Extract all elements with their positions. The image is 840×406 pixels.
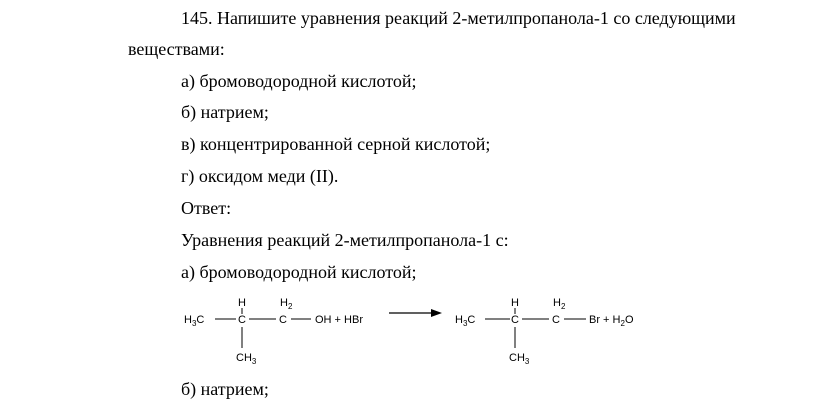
reactant-end: OH + HBr [315,314,363,326]
product-carbon-1: C [511,314,519,326]
answer-item-b: б) натрием; [181,379,269,399]
reactant-carbon-2: C [279,314,287,326]
product-h-label: H [511,297,519,309]
product-h2-label: H2 [553,297,566,311]
problem-item-a: а) бромоводородной кислотой; [181,71,417,91]
reactant-h2-label: H2 [280,297,293,311]
reaction-arrow-head [431,309,442,317]
problem-title-line-1: 145. Напишите уравнения реакций 2-метилп… [181,8,736,28]
answer-item-a: а) бромоводородной кислотой; [181,262,417,282]
reaction-equation: H3C H C H2 C OH + HBr CH3 H3C H C H2 C B… [184,297,634,366]
product-h3c-group: H3C [455,314,475,328]
answer-intro: Уравнения реакций 2-метилпропанола-1 с: [181,230,509,250]
product-end: Br + H2O [589,314,634,328]
answer-label: Ответ: [181,198,232,218]
problem-item-c: в) концентрированной серной кислотой; [181,134,491,154]
product-carbon-2: C [552,314,560,326]
reactant-h-label: H [238,297,246,309]
reactant-h3c-group: H3C [184,314,204,328]
problem-item-d: г) оксидом меди (II). [181,166,339,186]
product-ch3-branch: CH3 [509,352,530,366]
reactant-carbon-1: C [238,314,246,326]
reactant-ch3-branch: CH3 [236,352,257,366]
problem-item-b: б) натрием; [181,102,269,122]
problem-title-line-2: веществами: [128,39,225,59]
